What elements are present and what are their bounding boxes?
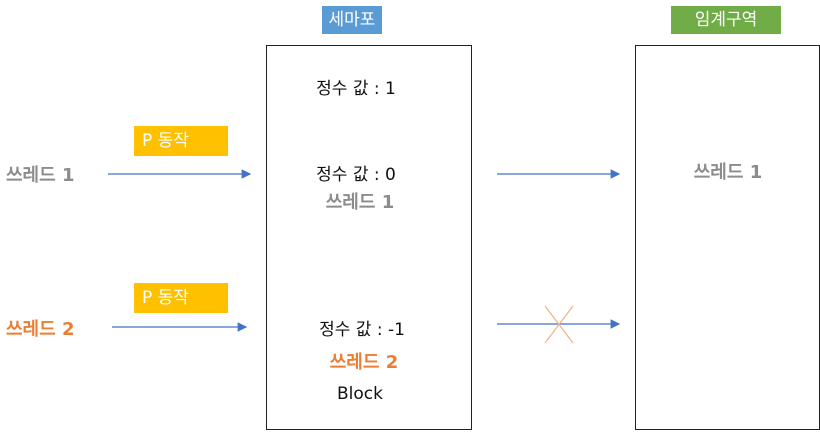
critical-section-box (635, 45, 820, 430)
blocked-cross-icon (544, 305, 574, 344)
thread-2-label: 쓰레드 2 (6, 319, 75, 340)
semaphore-box (266, 45, 472, 430)
p-operation-tag-thread-1: P 동작 (134, 126, 228, 156)
critical-section-occupant: 쓰레드 1 (693, 162, 763, 183)
block-label: Block (337, 384, 383, 404)
semaphore-value-2: 정수 값 : 0 (316, 165, 396, 185)
p-operation-tag-thread-2: P 동작 (134, 283, 228, 313)
semaphore-owner-thread-1: 쓰레드 1 (325, 192, 395, 213)
thread-1-label: 쓰레드 1 (6, 165, 75, 186)
critical-section-title: 임계구역 (671, 6, 781, 34)
semaphore-value-3: 정수 값 : -1 (319, 320, 405, 340)
semaphore-value-1: 정수 값 : 1 (316, 79, 396, 99)
semaphore-owner-thread-2: 쓰레드 2 (329, 352, 399, 373)
semaphore-title: 세마포 (322, 6, 382, 34)
